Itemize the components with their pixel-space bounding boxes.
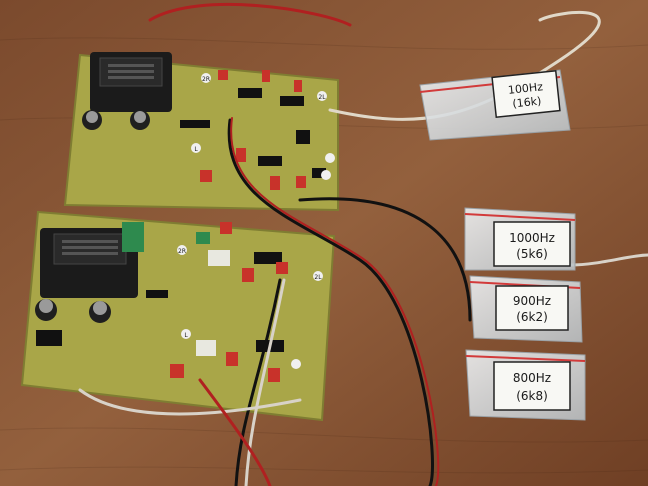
board-marker-label: 2L xyxy=(314,274,322,281)
board-marker-label: L xyxy=(184,332,188,339)
bag-label-line1: 100Hz xyxy=(507,80,543,97)
component-bag-1 xyxy=(419,69,571,141)
pcb-board-lower xyxy=(20,210,336,422)
board-marker-label: 2L xyxy=(318,94,326,101)
component-bag-3 xyxy=(469,275,583,343)
ic-chip xyxy=(254,252,282,264)
wires xyxy=(78,2,648,486)
pcb-board-upper xyxy=(63,52,339,212)
ic-chip xyxy=(280,96,304,106)
bag-label-line2: (5k6) xyxy=(516,247,548,261)
bag-label-line1: 900Hz xyxy=(513,294,551,308)
bag-label-line1: 1000Hz xyxy=(509,231,555,245)
transformer-icon xyxy=(40,228,138,298)
ic-chip xyxy=(258,156,282,166)
bag-label-line1: 800Hz xyxy=(513,371,551,385)
component-bag-2 xyxy=(464,207,576,271)
transformer-icon xyxy=(90,52,172,112)
component-bag-4 xyxy=(465,349,586,421)
ic-chip xyxy=(238,88,262,98)
bag-label-line2: (6k2) xyxy=(516,310,548,324)
bag-label-line2: (16k) xyxy=(512,94,542,110)
board-marker-label: 2R xyxy=(178,248,186,255)
board-marker-label: 2R xyxy=(202,76,210,83)
bag-label-line2: (6k8) xyxy=(516,389,548,403)
board-marker-label: L xyxy=(194,146,198,153)
